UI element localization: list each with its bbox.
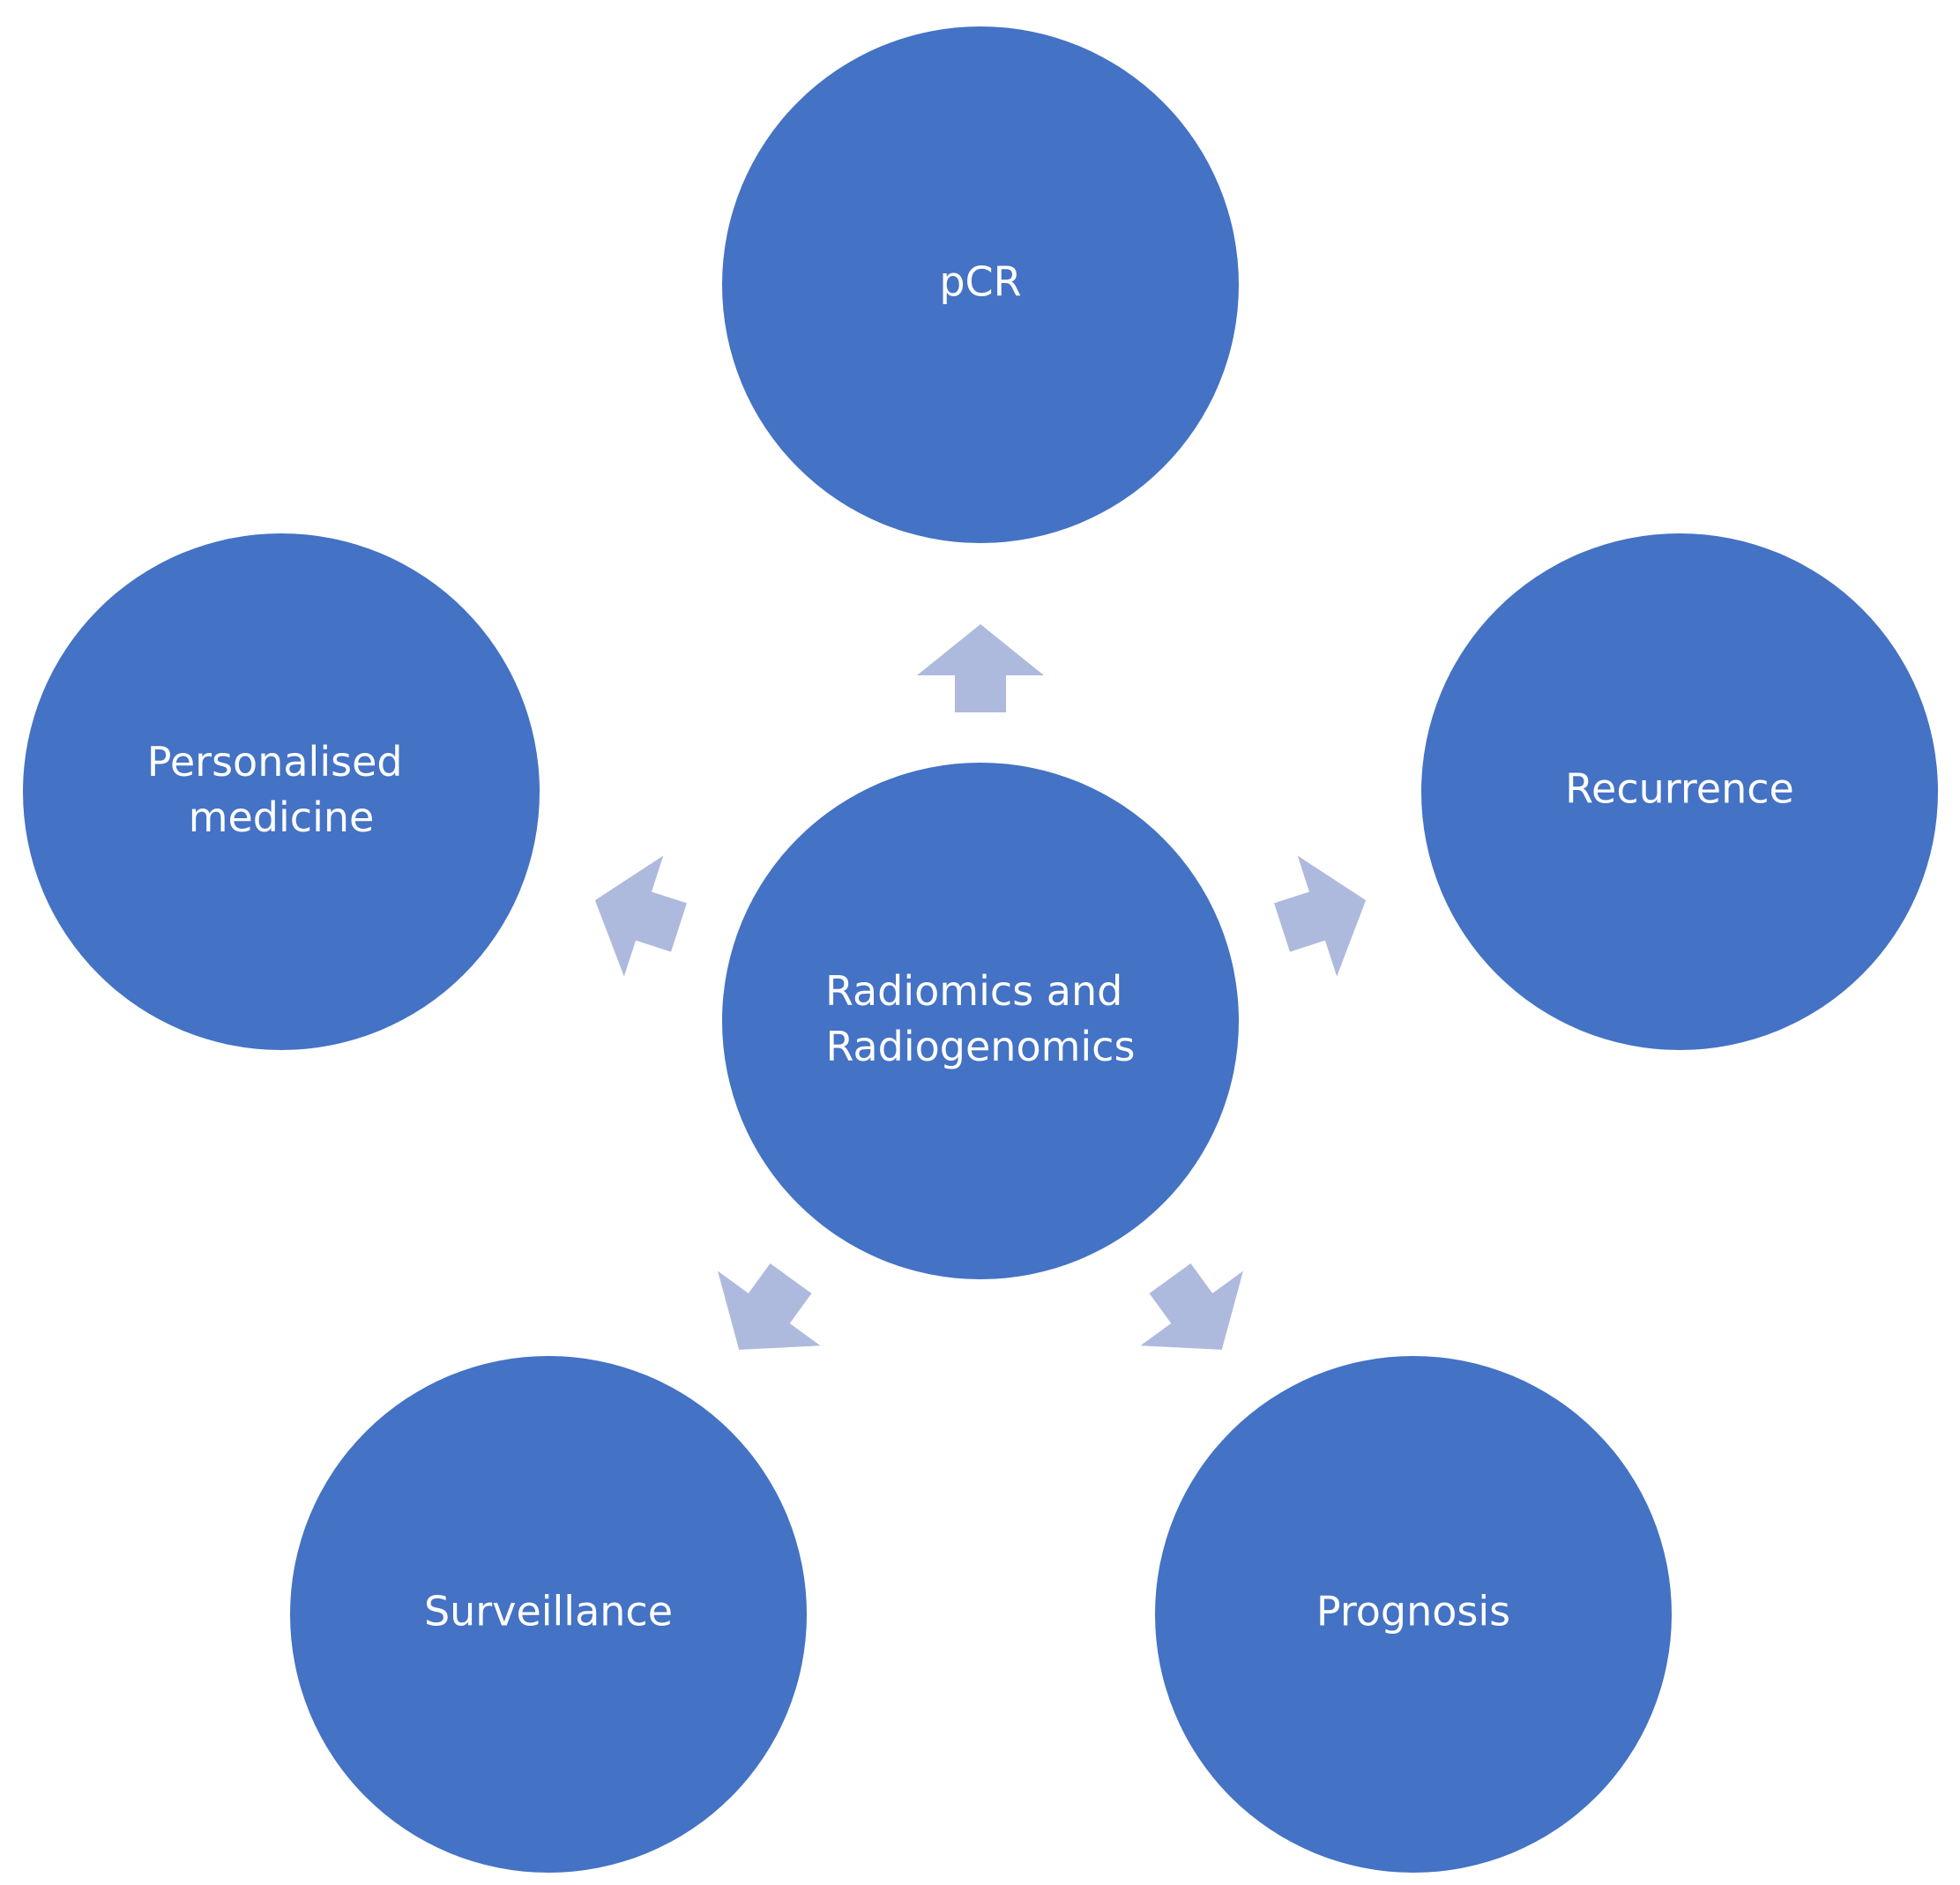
center-node-label: Radiomics and Radiogenomics	[825, 967, 1136, 1070]
arrow-to-pcr	[917, 624, 1044, 712]
center-node-label-line-1: Radiomics and	[825, 967, 1122, 1015]
node-pcr-label: pCR	[939, 258, 1021, 306]
node-personalised-medicine: Personalised medicine	[23, 533, 540, 1050]
node-pcr-circle	[722, 26, 1239, 543]
node-personalised-medicine-label: Personalised medicine	[147, 738, 415, 841]
node-prognosis-label: Prognosis	[1316, 1588, 1510, 1635]
arrow-to-personalised-medicine	[594, 855, 687, 977]
node-recurrence-label: Recurrence	[1565, 765, 1794, 813]
node-personalised-medicine-label-line-1: Personalised	[147, 738, 403, 786]
center-node: Radiomics and Radiogenomics	[722, 763, 1239, 1279]
center-node-label-line-2: Radiogenomics	[826, 1023, 1136, 1070]
node-surveillance-label: Surveillance	[424, 1588, 673, 1635]
node-pcr: pCR	[722, 26, 1239, 543]
node-personalised-medicine-label-line-2: medicine	[189, 793, 375, 841]
arrow-to-surveillance	[718, 1263, 821, 1350]
center-node-circle	[722, 763, 1239, 1279]
node-personalised-medicine-circle	[23, 533, 540, 1050]
arrow-to-prognosis	[1140, 1263, 1243, 1350]
arrows	[594, 624, 1367, 1350]
node-recurrence: Recurrence	[1421, 533, 1938, 1050]
node-surveillance: Surveillance	[290, 1356, 807, 1873]
node-surveillance-circle	[290, 1356, 807, 1873]
arrow-to-recurrence	[1274, 855, 1367, 977]
node-prognosis-circle	[1155, 1356, 1672, 1873]
node-prognosis: Prognosis	[1155, 1356, 1672, 1873]
node-recurrence-circle	[1421, 533, 1938, 1050]
